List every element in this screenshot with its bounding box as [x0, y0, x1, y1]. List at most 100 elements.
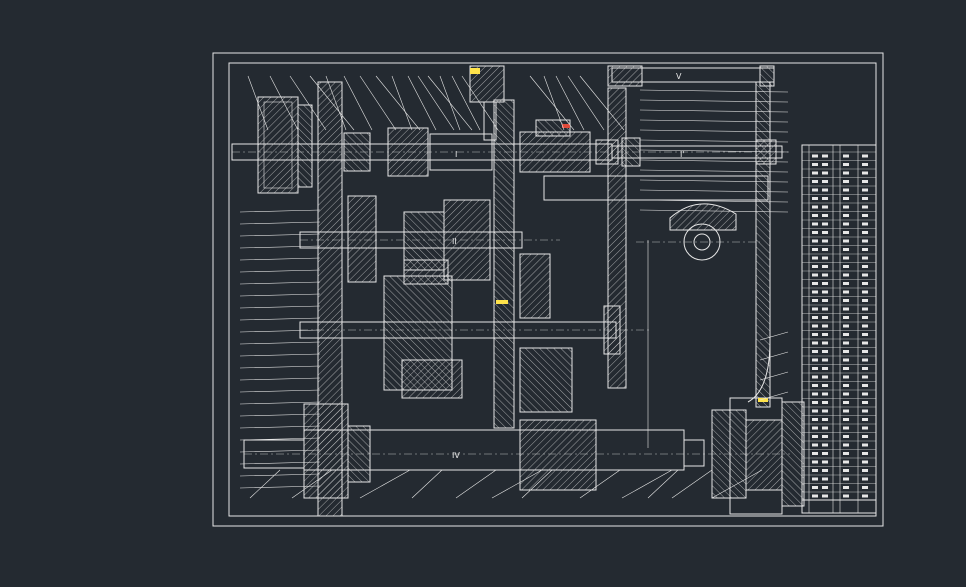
leader-line [759, 331, 789, 341]
leader-line [529, 75, 575, 131]
table-cell-text [812, 290, 818, 294]
table-cell-text [822, 307, 828, 311]
table-cell-text [812, 401, 818, 404]
table-cell-text [812, 341, 818, 345]
table-cell-text [843, 197, 849, 200]
table-cell-text [862, 333, 868, 336]
table-cell-text [862, 154, 868, 158]
table-cell-text [822, 435, 828, 438]
table-cell-text [843, 188, 849, 192]
table-cell-text [822, 265, 828, 268]
leader-line [759, 371, 789, 381]
leader-line [239, 233, 321, 237]
table-cell-text [822, 222, 828, 226]
table-cell-text [812, 154, 818, 158]
table-cell-text [822, 452, 828, 455]
leader-line [239, 389, 321, 393]
table-cell-text [862, 282, 868, 285]
table-cell-text [812, 367, 818, 370]
table-cell-text [862, 384, 868, 387]
table-cell-text [812, 477, 818, 481]
leader-line [249, 469, 281, 499]
table-cell-text [862, 401, 868, 404]
leader-lines [239, 75, 789, 499]
table-cell-text [822, 443, 828, 447]
table-cell-text [812, 384, 818, 387]
leader-line [579, 469, 621, 499]
table-cell-text [812, 197, 818, 200]
table-cell-text [822, 256, 828, 260]
table-cell-text [862, 375, 868, 379]
leader-line [639, 169, 789, 173]
table-cell-text [843, 316, 849, 319]
table-cell-text [862, 205, 868, 209]
table-cell-text [843, 435, 849, 438]
table-cell-text [843, 469, 849, 472]
table-cell-text [843, 384, 849, 387]
leader-line [639, 99, 789, 103]
table-cell-text [843, 333, 849, 336]
table-cell-text [822, 248, 828, 251]
table-cell-text [862, 197, 868, 200]
table-cell-text [862, 452, 868, 455]
table-cell-text [843, 282, 849, 285]
leader-line [491, 469, 543, 499]
table-cell-text [822, 409, 828, 413]
table-cell-text [862, 358, 868, 362]
table-cell-text [843, 180, 849, 183]
table-cell-text [812, 426, 818, 430]
leader-line [759, 391, 789, 401]
leader-line [239, 461, 321, 465]
leader-line [411, 469, 443, 499]
shaft-4-assembly: IV [243, 397, 805, 515]
leader-line [239, 329, 321, 333]
table-cell-text [843, 460, 849, 464]
table-cell-text [812, 469, 818, 472]
leader-line [671, 469, 713, 499]
table-cell-text [862, 307, 868, 311]
leader-line [521, 469, 553, 499]
table-cell-text [862, 163, 868, 166]
leader-line [639, 209, 789, 213]
table-cell-text [862, 222, 868, 226]
leader-line [239, 269, 321, 273]
table-cell-text [843, 341, 849, 345]
leader-line [639, 199, 789, 203]
table-cell-text [862, 477, 868, 481]
table-cell-text [822, 180, 828, 183]
table-cell-text [822, 163, 828, 166]
table-cell-text [812, 282, 818, 285]
leader-line [239, 473, 321, 477]
table-cell-text [862, 443, 868, 447]
table-cell-text [843, 222, 849, 226]
leader-line [239, 317, 321, 321]
table-cell-text [862, 341, 868, 345]
table-cell-text [812, 409, 818, 413]
table-cell-text [822, 290, 828, 294]
table-cell-text [822, 333, 828, 336]
shaft-1-right-label: I' [680, 150, 685, 159]
leader-line [711, 469, 763, 499]
leader-line [639, 159, 789, 163]
table-cell-text [843, 477, 849, 481]
table-cell-text [812, 358, 818, 362]
table-cell-text [843, 401, 849, 404]
crank-cam [543, 175, 769, 448]
table-cell-text [822, 188, 828, 192]
leader-line [579, 75, 625, 131]
leader-line [239, 245, 321, 249]
table-cell-text [822, 392, 828, 396]
leader-line [639, 119, 789, 123]
leader-line [439, 75, 461, 131]
table-cell-text [843, 239, 849, 243]
table-cell-text [843, 409, 849, 413]
table-cell-text [862, 188, 868, 192]
leader-line [239, 437, 321, 441]
table-cell-text [862, 418, 868, 421]
leader-line [239, 449, 321, 453]
sheet-outer-border [212, 52, 884, 527]
leader-line [639, 109, 789, 113]
table-cell-text [812, 435, 818, 438]
leader-line [407, 75, 437, 131]
